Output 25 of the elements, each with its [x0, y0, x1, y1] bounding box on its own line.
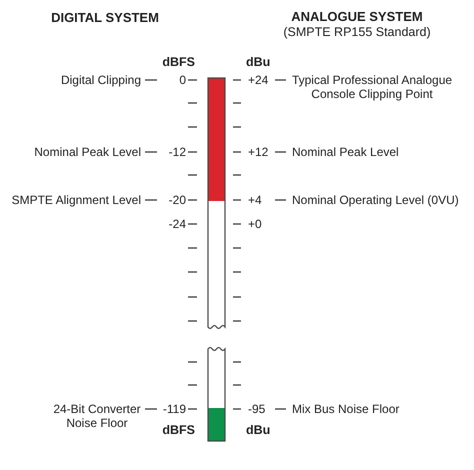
scale-value: +4 — [248, 193, 262, 207]
level-label: Digital Clipping — [60, 73, 141, 87]
level-label: SMPTE Alignment Level — [12, 193, 141, 207]
scale-value: -20 — [168, 193, 186, 207]
scale-value: -119 — [162, 402, 186, 416]
scale-value: 0 — [179, 73, 186, 87]
level-label: Nominal Operating Level (0VU) — [292, 193, 459, 207]
unit-label: dBFS — [162, 423, 195, 437]
level-label: Mix Bus Noise Floor — [292, 402, 400, 416]
unit-label: dBu — [246, 423, 270, 437]
level-label: Nominal Peak Level — [34, 145, 141, 159]
level-label: 24-Bit Converter Noise Floor — [52, 402, 142, 430]
section-heading: ANALOGUE SYSTEM — [291, 10, 423, 24]
scale-value: +0 — [248, 217, 262, 231]
scale-value: -12 — [168, 145, 186, 159]
scale-value: +24 — [248, 73, 268, 87]
scale-value: -24 — [168, 217, 186, 231]
unit-label: dBu — [246, 55, 270, 69]
scale-value: +12 — [248, 145, 268, 159]
level-label: Nominal Peak Level — [292, 145, 399, 159]
standard-note: (SMPTE RP155 Standard) — [283, 25, 431, 39]
section-heading: DIGITAL SYSTEM — [51, 11, 159, 25]
unit-label: dBFS — [162, 55, 195, 69]
level-label: Typical Professional Analogue Console Clipping Point — [291, 73, 453, 101]
scale-value: -95 — [248, 402, 266, 416]
